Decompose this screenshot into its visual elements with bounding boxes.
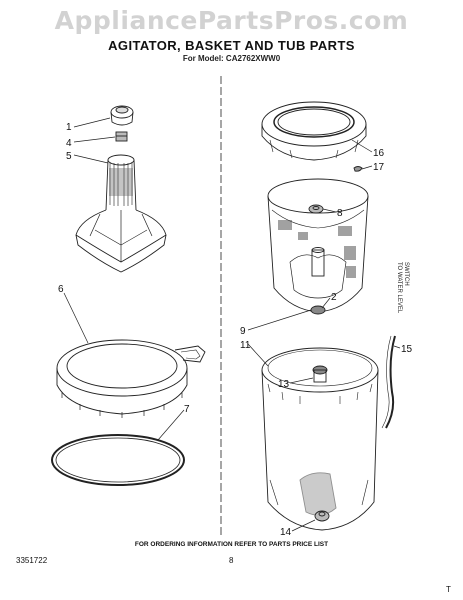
- callout-15: 15: [401, 344, 413, 355]
- callout-5: 5: [66, 151, 72, 162]
- agitator-dogs: [115, 131, 128, 142]
- tub-gasket: [51, 434, 185, 486]
- agitator-cap: [110, 105, 134, 126]
- basket: [267, 178, 369, 313]
- basket-nut: [308, 204, 324, 214]
- callout-2: 2: [331, 292, 337, 303]
- water-level-label: TO WATER LEVEL SWITCH: [396, 262, 409, 314]
- corner-mark: T: [446, 585, 451, 594]
- callout-8: 8: [337, 208, 343, 219]
- balance-ring: [261, 101, 367, 161]
- callout-9: 9: [240, 326, 246, 337]
- callout-4: 4: [66, 138, 72, 149]
- water-level-label-line1: TO WATER LEVEL: [396, 262, 402, 314]
- tub-ring: [56, 339, 206, 418]
- page-title: AGITATOR, BASKET AND TUB PARTS: [108, 38, 355, 53]
- callout-16: 16: [373, 148, 385, 159]
- callout-6: 6: [58, 284, 64, 295]
- callout-1: 1: [66, 122, 72, 133]
- watermark: AppliancePartsPros.com: [54, 6, 409, 35]
- outer-tub: [261, 347, 379, 531]
- drain-fitting: [314, 510, 330, 522]
- callout-14: 14: [280, 527, 292, 538]
- agitator: [75, 154, 167, 273]
- water-level-label-line2: SWITCH: [403, 262, 409, 286]
- callout-17: 17: [373, 162, 385, 173]
- balance-ring-clip: [353, 166, 363, 172]
- pressure-hose: [385, 335, 396, 429]
- callout-11: 11: [240, 340, 251, 351]
- part-code: 3351722: [16, 556, 48, 565]
- callout-13: 13: [278, 379, 290, 390]
- callout-leaders: [63, 117, 401, 532]
- ordering-note: FOR ORDERING INFORMATION REFER TO PARTS …: [134, 541, 329, 548]
- tub-seal: [312, 365, 328, 383]
- model-subtitle: For Model: CA2762XWW0: [182, 54, 281, 63]
- page-number: 8: [229, 556, 234, 565]
- callout-7: 7: [184, 404, 190, 415]
